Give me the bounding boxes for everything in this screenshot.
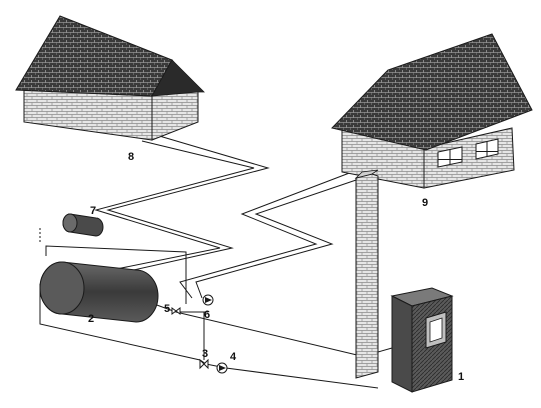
house-right (331, 33, 533, 189)
storage-tank (39, 261, 159, 323)
boiler (390, 287, 454, 393)
label-expansion-tank: 7 (90, 205, 96, 217)
label-valve-upper: 5 (164, 303, 170, 315)
pump-upper (202, 294, 214, 306)
chimney (354, 169, 379, 379)
label-pump-upper: 6 (204, 309, 210, 321)
valve-lower (199, 358, 209, 370)
pipe-house8-to-tank (79, 134, 270, 283)
label-house-left: 8 (128, 151, 134, 163)
label-pump-lower: 4 (230, 351, 237, 363)
pipe-house9-to-pump (179, 171, 363, 299)
label-boiler: 1 (458, 371, 464, 383)
house-left (15, 15, 205, 141)
expansion-tank (62, 213, 104, 237)
window (437, 138, 499, 168)
label-house-right: 9 (422, 197, 428, 209)
label-valve-lower: 3 (202, 348, 208, 360)
valve-upper (171, 307, 181, 315)
label-storage-tank: 2 (88, 313, 94, 325)
pump-lower (216, 362, 228, 374)
